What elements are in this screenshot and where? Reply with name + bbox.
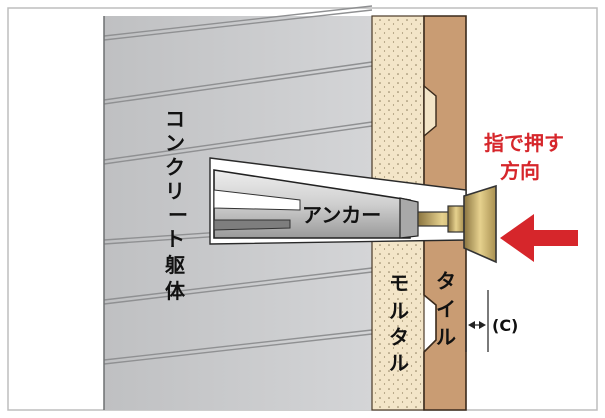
- push-direction-line2: 方向: [500, 159, 540, 183]
- tile-label: タ イ ル: [436, 269, 463, 349]
- push-direction-line1: 指で押す: [484, 131, 564, 155]
- concrete-label: コ ン ク リ ー ト 躯 体: [164, 107, 195, 303]
- clearance-label: (C): [492, 316, 518, 335]
- push-arrow: [500, 214, 578, 262]
- anchor-head: [463, 184, 497, 264]
- mortar-label: モ ル タ ル: [389, 271, 416, 375]
- anchor-label: アンカー: [302, 203, 381, 227]
